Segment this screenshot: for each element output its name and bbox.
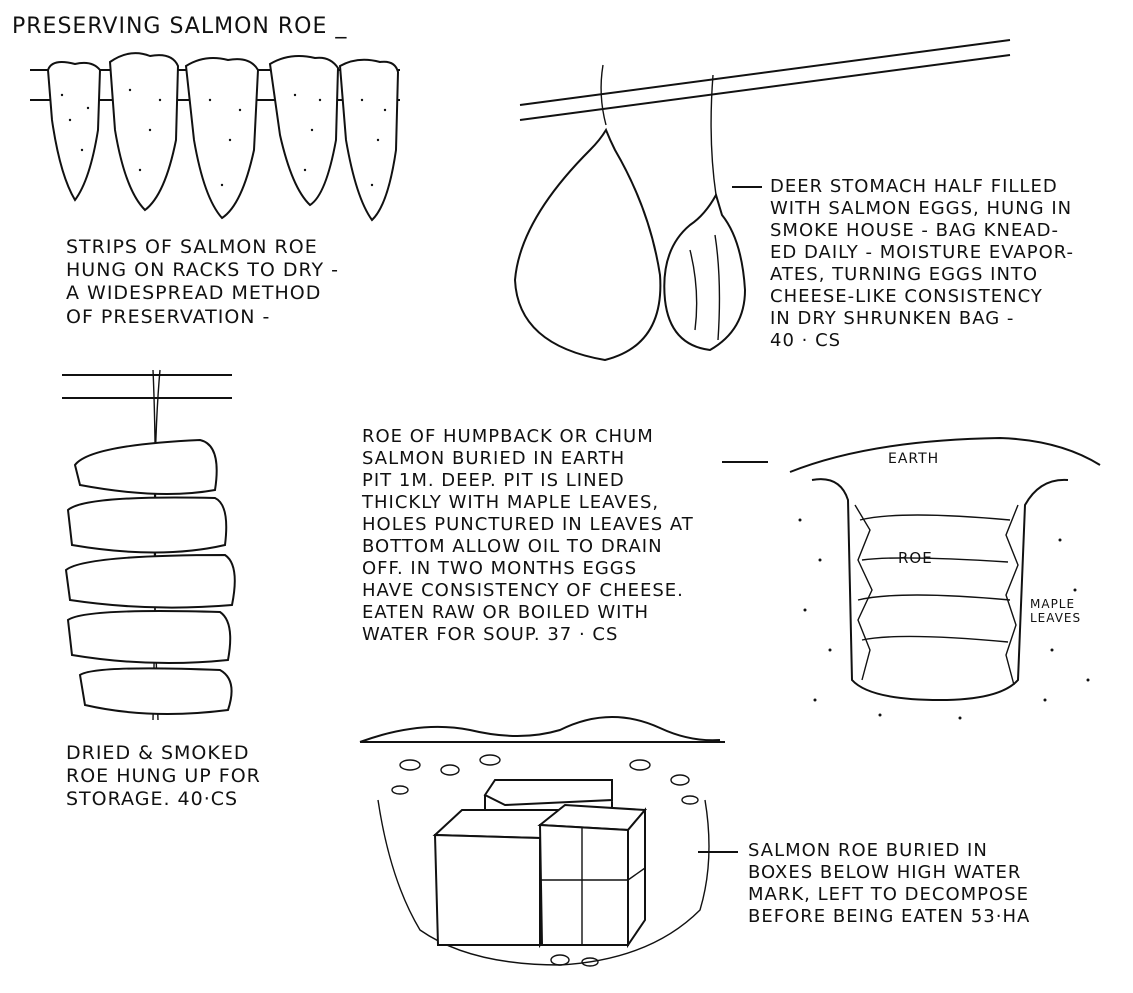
beach-stones [391,754,699,967]
caption-line: CHEESE-LIKE CONSISTENCY [770,285,1043,307]
pit-walls [811,478,1069,702]
roe-strip [108,52,180,212]
caption-line: MARK, LEFT TO DECOMPOSE [748,883,1029,905]
caption-line: BEFORE BEING EATEN 53·HA [748,905,1031,927]
caption-line: ROE HUNG UP FOR [66,765,261,788]
caption-line: 40 · CS [770,329,842,351]
caption-line: BOXES BELOW HIGH WATER [748,861,1022,883]
caption-line: ATES, TURNING EGGS INTO [770,263,1039,285]
roe-strip [268,55,340,207]
caption-line: SMOKE HOUSE - BAG KNEAD- [770,219,1059,241]
dried-roe-piece [78,667,233,715]
roe-strip [338,58,400,222]
ground-surface [789,436,1101,473]
caption-line: DRIED & SMOKED [66,742,250,764]
dried-roe-piece [66,496,228,554]
drying-rack-illustration [30,52,400,222]
maple-leaves-label: MAPLE LEAVES [1030,597,1082,626]
caption-line: STORAGE. 40·CS [66,788,239,811]
hanging-cord [710,74,717,196]
caption-line: ROE OF HUMPBACK OR CHUM [362,426,654,447]
box-rope [540,828,646,945]
caption-line: OF PRESERVATION - [66,305,271,328]
right-box-side [627,807,646,949]
shrunken-stomach-bag [663,192,747,352]
roe-strip [184,57,260,220]
roe-label: ROE [898,549,933,567]
strips-caption: STRIPS OF SALMON ROE HUNG ON RACKS TO DR… [66,236,339,329]
caption-line: WITH SALMON EGGS, HUNG IN [770,197,1073,219]
caption-line: WATER FOR SOUP. 37 · CS [362,623,619,645]
full-stomach-bag [513,127,662,362]
soil-dots [798,518,1090,720]
caption-line: DEER STOMACH HALF FILLED [770,176,1058,197]
caption-line: IN DRY SHRUNKEN BAG - [770,307,1015,329]
caption-line: OFF. IN TWO MONTHS EGGS [362,557,638,579]
roe-layers [857,514,1011,643]
earth-label: EARTH [888,451,940,467]
caption-line: BOTTOM ALLOW OIL TO DRAIN [362,535,663,557]
caption-line: HOLES PUNCTURED IN LEAVES AT [362,513,694,535]
deer-stomach-illustration [513,39,1011,362]
earth-pit-caption: ROE OF HUMPBACK OR CHUM SALMON BURIED IN… [362,426,694,646]
caption-line: THICKLY WITH MAPLE LEAVES, [362,491,660,513]
caption-line: A WIDESPREAD METHOD [66,282,322,305]
dried-roe-piece [64,553,236,609]
page-title: PRESERVING SALMON ROE _ [12,14,348,39]
label-line: MAPLE [1030,597,1076,611]
roe-strip [46,61,102,202]
left-box-front [433,833,541,946]
dried-roe-illustration [62,369,236,721]
bag-wrinkles [689,234,721,341]
buried-boxes-illustration [359,716,738,967]
boxes-caption: SALMON ROE BURIED IN BOXES BELOW HIGH WA… [748,840,1030,928]
maple-leaf-lining [854,504,1019,686]
hanging-cord [600,64,607,126]
caption-line: HUNG ON RACKS TO DRY - [66,259,340,282]
caption-line: EATEN RAW OR BOILED WITH [362,601,649,623]
hill-silhouette [359,716,721,743]
roe-speckles [60,88,387,187]
caption-line: PIT 1m. DEEP. PIT IS LINED [362,469,625,491]
deer-stomach-caption: DEER STOMACH HALF FILLED WITH SALMON EGG… [770,176,1074,352]
caption-line: HAVE CONSISTENCY OF CHEESE. [362,579,684,601]
caption-line: SALMON ROE BURIED IN [748,840,988,861]
label-line: LEAVES [1030,610,1082,625]
hanging-pole [519,39,1011,106]
dried-roe-piece [66,610,232,665]
hanging-pole-edge [519,54,1011,121]
caption-line: SALMON BURIED IN EARTH [362,447,626,469]
dried-roe-piece [73,438,218,495]
earth-pit-illustration [722,436,1101,720]
right-box-front [538,823,629,946]
dried-smoked-caption: DRIED & SMOKED ROE HUNG UP FOR STORAGE. … [66,742,261,812]
caption-line: STRIPS OF SALMON ROE [66,236,318,258]
caption-line: ED DAILY - MOISTURE EVAPOR- [770,241,1075,263]
